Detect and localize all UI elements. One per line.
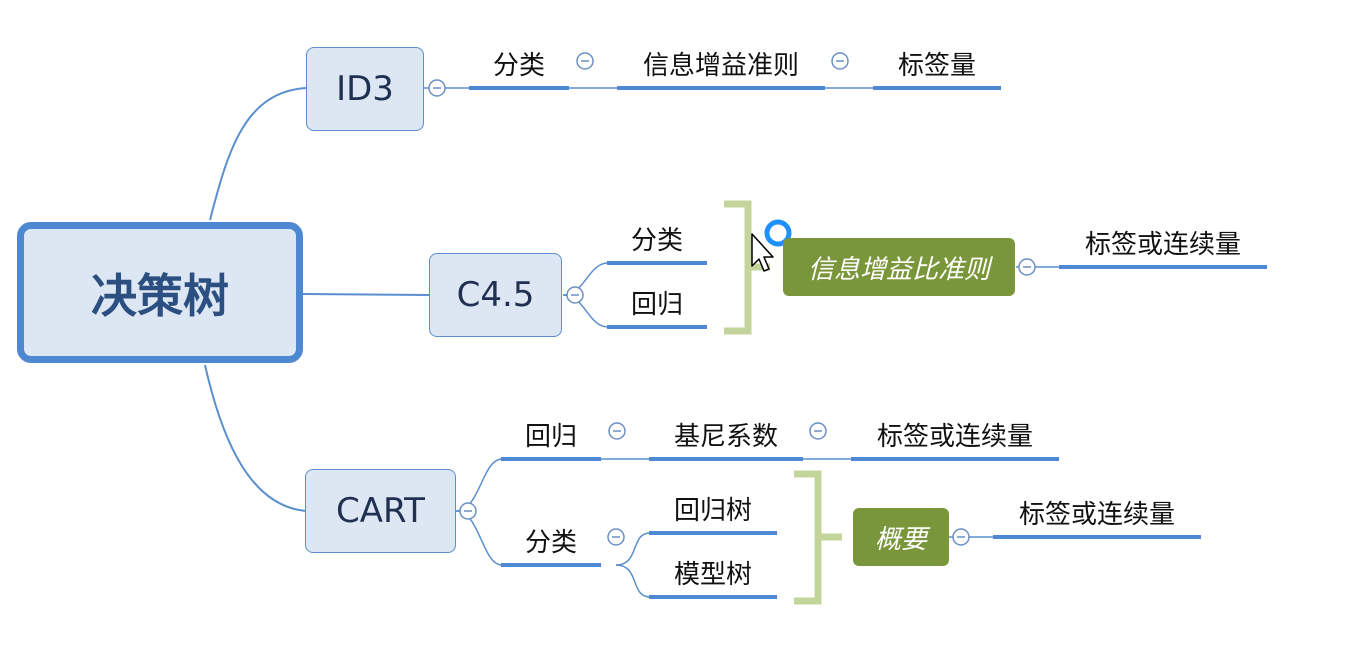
underline-id3-label <box>873 86 1001 90</box>
c45-summary[interactable]: 信息增益比准则 <box>783 238 1015 296</box>
topic-c45[interactable]: C4.5 <box>429 253 562 337</box>
cart-regress[interactable]: 回归 <box>524 422 577 452</box>
underline-id3-criterion <box>617 86 825 90</box>
cart-regression-tree[interactable]: 回归树 <box>673 496 752 526</box>
underline-cart-regress <box>501 457 601 461</box>
connector-cart-regtree <box>615 532 651 566</box>
collapse-icon[interactable] <box>566 286 584 304</box>
cart-classify[interactable]: 分类 <box>524 528 577 558</box>
underline-c45-regress <box>607 325 707 329</box>
connector-cart-modeltree <box>615 564 651 598</box>
cart-label-type[interactable]: 标签或连续量 <box>876 422 1033 452</box>
c45-summary-label-type[interactable]: 标签或连续量 <box>1084 230 1241 260</box>
id3-label-type[interactable]: 标签量 <box>897 51 976 81</box>
connector-cart-regress <box>455 458 503 512</box>
connector-root-cart <box>204 364 307 512</box>
underline-cart-classify <box>501 563 601 567</box>
collapse-icon[interactable] <box>809 422 827 440</box>
cart-summary[interactable]: 概要 <box>853 508 949 566</box>
collapse-icon[interactable] <box>428 79 446 97</box>
underline-cart-modeltree <box>649 595 777 599</box>
connector-cart-classify <box>455 510 503 566</box>
collapse-icon[interactable] <box>831 52 849 70</box>
selection-handle-icon[interactable] <box>764 219 792 247</box>
collapse-icon[interactable] <box>952 528 970 546</box>
underline-id3-classify <box>469 86 569 90</box>
cart-model-tree[interactable]: 模型树 <box>673 560 752 590</box>
c45-classify[interactable]: 分类 <box>630 226 683 256</box>
underline-cart-summary-label <box>993 535 1201 539</box>
underline-c45-classify <box>607 261 707 265</box>
collapse-icon[interactable] <box>607 528 625 546</box>
connector-root-id3 <box>209 87 307 221</box>
summary-bracket-cart <box>794 470 842 605</box>
cart-summary-label-type[interactable]: 标签或连续量 <box>1018 500 1175 530</box>
c45-regress[interactable]: 回归 <box>630 290 683 320</box>
id3-classify[interactable]: 分类 <box>492 51 545 81</box>
underline-cart-gini <box>649 457 803 461</box>
mouse-cursor-icon <box>751 233 774 272</box>
root-topic[interactable]: 决策树 <box>17 222 303 363</box>
topic-cart[interactable]: CART <box>305 469 456 553</box>
collapse-icon[interactable] <box>576 52 594 70</box>
underline-cart-label <box>851 457 1059 461</box>
collapse-icon[interactable] <box>1018 258 1036 276</box>
underline-c45-label <box>1059 265 1267 269</box>
collapse-icon[interactable] <box>608 422 626 440</box>
id3-criterion[interactable]: 信息增益准则 <box>642 51 799 81</box>
cart-gini[interactable]: 基尼系数 <box>673 422 778 452</box>
underline-cart-regtree <box>649 531 777 535</box>
topic-id3[interactable]: ID3 <box>306 47 424 131</box>
connector-root-c45 <box>302 293 431 296</box>
collapse-icon[interactable] <box>459 502 477 520</box>
